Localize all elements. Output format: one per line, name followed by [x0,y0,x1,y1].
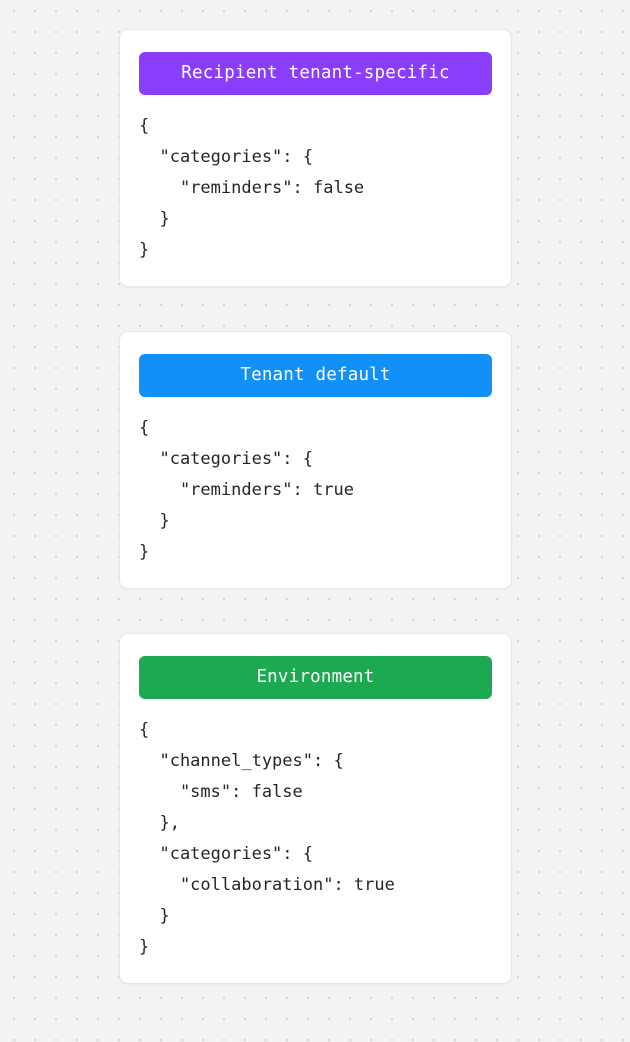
card-json-recipient-tenant-specific: { "categories": { "reminders": false } } [139,116,365,260]
preference-layers-stack: Recipient tenant-specific { "categories"… [119,29,512,984]
card-badge-tenant-default: Tenant default [139,354,492,397]
card-json-tenant-default: { "categories": { "reminders": true } } [139,418,354,562]
preference-card-tenant-default: Tenant default { "categories": { "remind… [119,331,512,589]
card-json-environment: { "channel_types": { "sms": false }, "ca… [139,720,395,957]
preference-card-recipient-tenant-specific: Recipient tenant-specific { "categories"… [119,29,512,287]
card-badge-environment: Environment [139,656,492,699]
preference-card-environment: Environment { "channel_types": { "sms": … [119,633,512,984]
card-badge-recipient-tenant-specific: Recipient tenant-specific [139,52,492,95]
